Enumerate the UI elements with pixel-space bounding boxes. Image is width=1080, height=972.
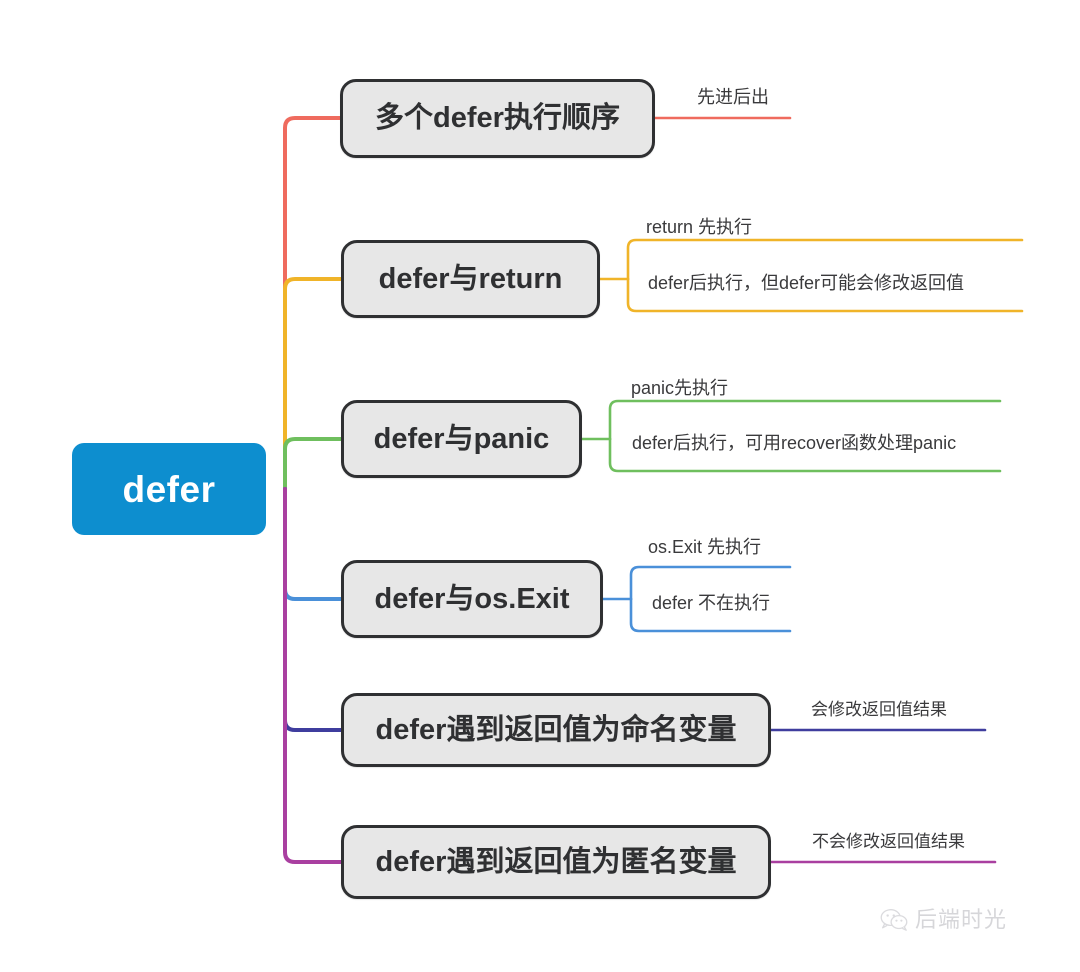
topic-node-label: 多个defer执行顺序 <box>375 102 620 134</box>
connector-branch-3 <box>283 437 343 491</box>
leaf-label-return-1: return 先执行 <box>646 217 753 237</box>
connector-branch-4 <box>283 487 343 601</box>
connector-branch-6 <box>283 487 343 864</box>
leaf-label-return-2: defer后执行，但defer可能会修改返回值 <box>648 273 965 293</box>
leaf-label-osexit-2: defer 不在执行 <box>652 593 771 613</box>
root-node[interactable]: defer <box>72 443 266 535</box>
leaf-label-order-1: 先进后出 <box>697 87 769 107</box>
root-node-label: defer <box>122 468 216 510</box>
leaf-label-panic-1: panic先执行 <box>631 378 729 398</box>
leaf-label-panic-2: defer后执行，可用recover函数处理panic <box>632 433 957 453</box>
topic-node-defer-anonymous-return[interactable]: defer遇到返回值为匿名变量 <box>341 825 771 899</box>
connector-branch-2 <box>283 277 343 491</box>
topic-node-label: defer与return <box>378 262 563 295</box>
topic-node-defer-panic[interactable]: defer与panic <box>341 400 582 478</box>
topic-node-defer-order[interactable]: 多个defer执行顺序 <box>340 79 655 158</box>
topic-node-label: defer遇到返回值为匿名变量 <box>375 845 737 878</box>
connector-branch-1 <box>283 116 343 491</box>
topic-node-label: defer与panic <box>373 422 550 455</box>
topic-node-defer-named-return[interactable]: defer遇到返回值为命名变量 <box>341 693 771 767</box>
leaf-label-named-1: 会修改返回值结果 <box>811 700 947 719</box>
watermark-text: 后端时光 <box>915 907 1008 932</box>
leaf-label-anonymous-1: 不会修改返回值结果 <box>812 832 965 851</box>
topic-node-label: defer遇到返回值为命名变量 <box>375 713 737 746</box>
topic-node-defer-return[interactable]: defer与return <box>341 240 600 318</box>
watermark: 后端时光 <box>880 908 1007 932</box>
wechat-icon <box>880 909 908 931</box>
topic-node-defer-osexit[interactable]: defer与os.Exit <box>341 560 603 638</box>
topic-node-label: defer与os.Exit <box>374 582 570 615</box>
connector-branch-5 <box>283 487 343 732</box>
leaf-label-osexit-1: os.Exit 先执行 <box>648 537 762 557</box>
